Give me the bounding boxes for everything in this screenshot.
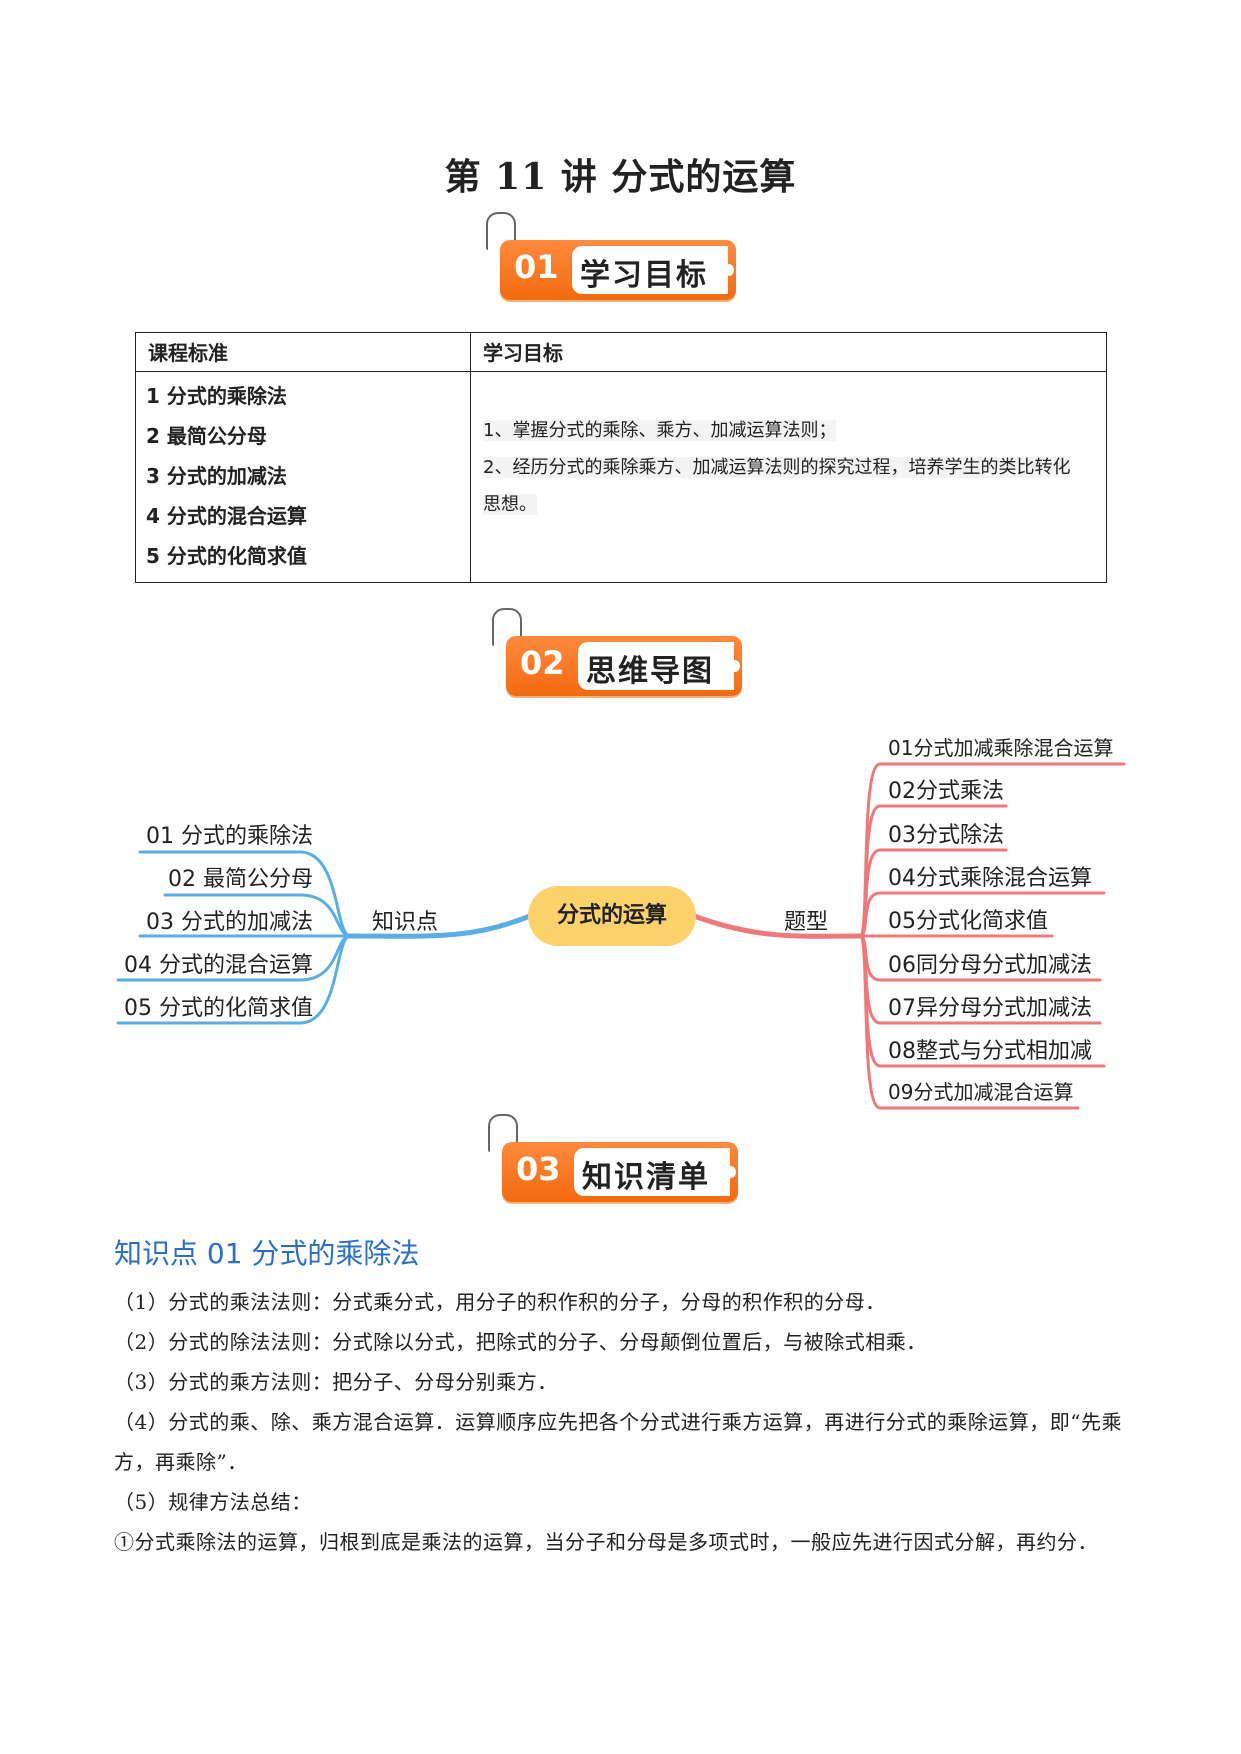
mindmap-left-item: 02 最简公分母 bbox=[168, 867, 313, 892]
mindmap-center-node: 分式的运算 bbox=[528, 886, 696, 946]
standard-item: 1 分式的乘除法 bbox=[146, 384, 287, 408]
badge-label: 学习目标 bbox=[580, 258, 708, 293]
knowledge-heading: 知识点 01 分式的乘除法 bbox=[114, 1237, 420, 1270]
page-title: 第 11 讲 分式的运算 bbox=[444, 156, 797, 198]
knowledge-paragraph: （1）分式的乘法法则：分式乘分式，用分子的积作积的分子，分母的积作积的分母． bbox=[114, 1290, 886, 1314]
mindmap-right-item: 04分式乘除混合运算 bbox=[888, 866, 1092, 891]
goals-table: 课程标准 学习目标 1 分式的乘除法 2 最简公分母 3 分式的加减法 4 分式… bbox=[135, 332, 1107, 583]
knowledge-paragraph: （4）分式的乘、除、乘方混合运算．运算顺序应先把各个分式进行乘方运算，再进行分式… bbox=[114, 1410, 1122, 1474]
goal-item: 思想。 bbox=[483, 494, 537, 515]
badge-label: 知识清单 bbox=[582, 1160, 710, 1195]
mindmap-left-item: 04 分式的混合运算 bbox=[124, 953, 313, 978]
clip-icon bbox=[488, 1114, 518, 1152]
goals-cell: 1、掌握分式的乘除、乘方、加减运算法则； 2、经历分式的乘除乘方、加减运算法则的… bbox=[470, 371, 1107, 583]
mindmap-right-item: 07异分母分式加减法 bbox=[888, 996, 1092, 1021]
mindmap-right-item: 03分式除法 bbox=[888, 823, 1004, 848]
knowledge-paragraph: （3）分式的乘方法则：把分子、分母分别乘方． bbox=[114, 1370, 558, 1394]
mindmap-right-item: 09分式加减混合运算 bbox=[888, 1080, 1074, 1104]
badge-number: 02 bbox=[520, 644, 565, 682]
knowledge-paragraph: （5）规律方法总结： bbox=[114, 1490, 312, 1514]
mindmap-right-item: 08整式与分式相加减 bbox=[888, 1039, 1092, 1064]
section-badge-goals: 01 学习目标 bbox=[486, 212, 740, 300]
clip-icon bbox=[486, 212, 516, 250]
mindmap-right-branch: 题型 bbox=[784, 910, 829, 935]
section-badge-knowledge: 03 知识清单 bbox=[488, 1114, 742, 1202]
mindmap-right-item: 05分式化简求值 bbox=[888, 909, 1048, 934]
table-header-standards: 课程标准 bbox=[135, 332, 471, 372]
mindmap-right-item: 01分式加减乘除混合运算 bbox=[888, 736, 1114, 760]
standard-item: 5 分式的化简求值 bbox=[146, 544, 307, 568]
knowledge-paragraph: ①分式乘除法的运算，归根到底是乘法的运算，当分子和分母是多项式时，一般应先进行因… bbox=[114, 1530, 1098, 1554]
badge-label: 思维导图 bbox=[586, 654, 714, 689]
standard-item: 4 分式的混合运算 bbox=[146, 504, 307, 528]
mindmap-left-item: 05 分式的化简求值 bbox=[124, 996, 313, 1021]
mindmap-left-branch: 知识点 bbox=[372, 910, 439, 935]
knowledge-paragraph: （2）分式的除法法则：分式除以分式，把除式的分子、分母颠倒位置后，与被除式相乘． bbox=[114, 1330, 927, 1354]
badge-number: 01 bbox=[514, 248, 559, 286]
standard-item: 2 最简公分母 bbox=[146, 424, 267, 448]
goal-item: 1、掌握分式的乘除、乘方、加减运算法则； bbox=[483, 420, 837, 441]
clip-icon bbox=[492, 608, 522, 646]
standard-item: 3 分式的加减法 bbox=[146, 464, 287, 488]
standards-cell: 1 分式的乘除法 2 最简公分母 3 分式的加减法 4 分式的混合运算 5 分式… bbox=[135, 371, 471, 583]
mindmap-right-item: 06同分母分式加减法 bbox=[888, 953, 1092, 978]
badge-number: 03 bbox=[516, 1150, 561, 1188]
section-badge-mindmap: 02 思维导图 bbox=[492, 608, 746, 696]
mindmap-left-item: 03 分式的加减法 bbox=[146, 910, 313, 935]
mindmap-left-item: 01 分式的乘除法 bbox=[146, 824, 313, 849]
goal-item: 2、经历分式的乘除乘方、加减运算法则的探究过程，培养学生的类比转化 bbox=[483, 457, 1071, 478]
mindmap-right-item: 02分式乘法 bbox=[888, 779, 1004, 804]
